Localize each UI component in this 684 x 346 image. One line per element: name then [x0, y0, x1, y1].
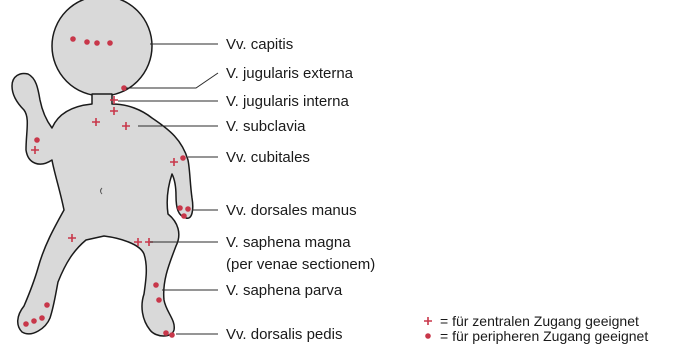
label-v-saphena-parva: V. saphena parva: [226, 282, 343, 299]
dot-marker: [70, 36, 76, 42]
legend: = für zentralen Zugang geeignet = für pe…: [424, 313, 648, 344]
label-vv-dorsales-manus: Vv. dorsales manus: [226, 202, 357, 219]
dot-marker: [181, 213, 187, 219]
dot-marker: [34, 137, 40, 143]
legend-peripheral-text: = für peripheren Zugang geeignet: [440, 328, 648, 344]
dot-marker: [169, 332, 175, 338]
dot-marker: [23, 321, 29, 327]
dot-marker: [94, 40, 100, 46]
head: [52, 0, 152, 96]
dot-marker: [84, 39, 90, 45]
dot-marker: [185, 206, 191, 212]
body-outline: [12, 74, 193, 337]
legend-central-text: = für zentralen Zugang geeignet: [440, 313, 639, 329]
dot-marker: [180, 155, 186, 161]
vein-labels: Vv. capitis V. jugularis externa V. jugu…: [226, 36, 375, 343]
legend-dot-icon: [425, 333, 431, 339]
dot-marker: [44, 302, 50, 308]
label-vv-capitis: Vv. capitis: [226, 36, 293, 53]
dot-marker: [31, 318, 37, 324]
label-v-subclavia: V. subclavia: [226, 118, 306, 135]
dot-marker: [121, 85, 127, 91]
label-v-jugularis-interna: V. jugularis interna: [226, 93, 350, 110]
label-vv-cubitales: Vv. cubitales: [226, 149, 310, 166]
dot-marker: [153, 282, 159, 288]
label-vv-dorsalis-pedis: Vv. dorsalis pedis: [226, 326, 342, 343]
dot-marker: [156, 297, 162, 303]
legend-plus-icon: [424, 317, 432, 325]
dot-marker: [39, 315, 45, 321]
infant-silhouette: [12, 0, 193, 336]
dot-marker: [163, 330, 169, 336]
label-v-jugularis-externa: V. jugularis externa: [226, 65, 354, 82]
label-v-saphena-magna: V. saphena magna: [226, 234, 351, 251]
dot-marker: [107, 40, 113, 46]
dot-marker: [177, 205, 183, 211]
label-v-saphena-magna-note: (per venae sectionem): [226, 256, 375, 273]
